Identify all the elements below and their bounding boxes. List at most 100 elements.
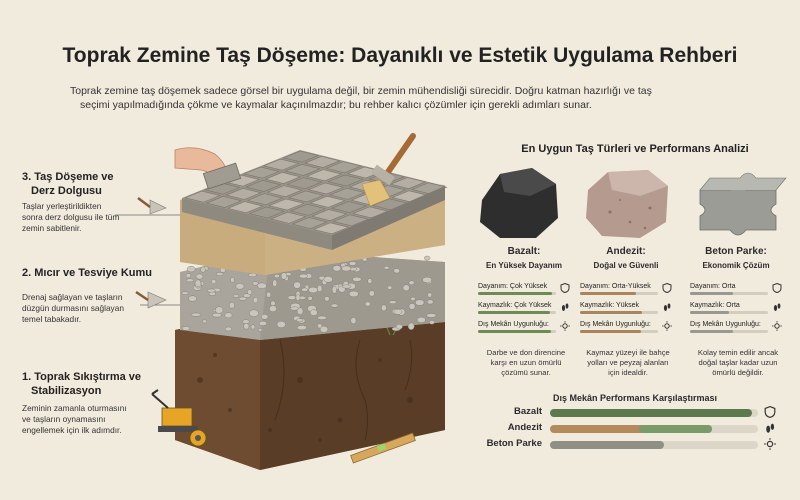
step-1-desc-line-2: ve taşların oynamasını: [22, 414, 106, 424]
paver-tile: [325, 161, 362, 174]
metric-label: Dayanım: Çok Yüksek: [478, 283, 548, 290]
plate-compactor-icon: [151, 389, 207, 447]
paver-tile: [268, 198, 305, 211]
step-3-desc: Taşlar yerleştirildikten sonra derz dolg…: [22, 201, 119, 234]
gravel-pebble: [247, 289, 253, 295]
step-1-title: 1. Toprak Sıkıştırma ve Stabilizasyon: [22, 370, 141, 398]
gravel-pebble: [301, 287, 309, 292]
gravel-pebble: [415, 299, 425, 306]
stone-subtitle: Doğal ve Güvenli: [593, 261, 659, 270]
step-2-title: 2. Mıcır ve Tesviye Kumu: [22, 266, 152, 280]
gravel-pebble: [308, 286, 318, 294]
gravel-pebble: [422, 276, 432, 283]
paver-tile: [282, 150, 320, 163]
gravel-pebble: [324, 296, 330, 302]
sun-icon: [662, 321, 672, 331]
comparison-label: Beton Parke: [486, 438, 542, 449]
comparison-bar-track: [550, 409, 758, 417]
gravel-pebble: [296, 318, 304, 323]
paver-tile: [389, 177, 427, 189]
page-title: Toprak Zemine Taş Döşeme: Dayanıklı ve E…: [62, 44, 738, 67]
metric-label: Dış Mekân Uygunluğu:: [580, 321, 651, 328]
gravel-pebble: [393, 308, 403, 315]
gravel-pebble: [381, 304, 387, 312]
comparison-row: Beton Parke: [470, 438, 790, 452]
comparison-bar-fill: [550, 425, 713, 433]
gravel-pebble: [202, 319, 208, 324]
step-1-title-line-2: Stabilizasyon: [31, 385, 102, 397]
gravel-pebble: [307, 296, 313, 301]
gravel-pebble: [273, 274, 280, 279]
gravel-pebble: [341, 265, 352, 272]
gravel-pebble: [190, 312, 202, 317]
intro-line-1: Toprak zemine taş döşemek sadece görsel …: [70, 85, 652, 97]
gravel-pebble: [317, 315, 327, 320]
paver-tile: [266, 185, 303, 198]
intro-line-2: seçimi yapılmadığında çökme ve kaymalar …: [80, 99, 592, 111]
gravel-pebble: [247, 273, 257, 278]
gravel-pebble: [206, 288, 216, 293]
step-1-desc-line-1: Zeminin zamanla oturmasını: [22, 403, 127, 413]
comparison-label: Bazalt: [514, 406, 542, 417]
metric-label: Dayanım: Orta: [690, 283, 736, 290]
gravel-pebble: [276, 320, 286, 328]
footprint-icon: [766, 423, 775, 433]
trowel-icon: [135, 290, 167, 309]
gravel-pebble: [200, 266, 206, 273]
step-2-desc: Drenaj sağlayan ve taşların düzgün durma…: [22, 292, 124, 325]
stone-name: Beton Parke:: [705, 246, 767, 257]
metric-outdoor: Dış Mekân Uygunluğu:: [690, 320, 782, 334]
stone-description-line: yolları ve peyzaj alanları: [587, 358, 669, 367]
gravel-pebble: [428, 320, 435, 325]
gravel-pebble: [186, 266, 196, 273]
gravel-pebble: [293, 281, 301, 289]
metric-outdoor: Dış Mekân Uygunluğu:: [478, 320, 570, 334]
metric-bar-track: [690, 292, 768, 295]
sun-icon: [560, 321, 570, 331]
paver-tile: [225, 188, 262, 200]
comparison-row: Andezit: [470, 422, 790, 436]
paver-tile: [330, 201, 368, 213]
gravel-pebble: [407, 322, 415, 330]
metric-slip: Kaymazlık: Orta: [690, 301, 782, 315]
paver-tile: [312, 222, 350, 235]
gravel-pebble: [261, 314, 269, 320]
step-3-title: 3. Taş Döşeme ve Derz Dolgusu: [22, 170, 114, 198]
paver-tile: [227, 201, 264, 214]
comparison-bar-fill: [550, 409, 752, 417]
metric-label: Kaymazlık: Çok Yüksek: [478, 302, 552, 309]
paver-tile: [289, 203, 327, 216]
gravel-pebble: [211, 279, 217, 285]
paver-tile: [287, 190, 325, 203]
metric-label: Kaymazlık: Yüksek: [580, 302, 640, 309]
stones-section-title: En Uygun Taş Türleri ve Performans Anali…: [521, 143, 749, 155]
gravel-pebble: [252, 297, 259, 304]
gravel-pebble: [348, 261, 357, 266]
paver-tile: [246, 193, 284, 206]
step-2-desc-line-3: temel tabakadır.: [22, 314, 82, 324]
metric-bar-track: [580, 292, 658, 295]
metric-bar-track: [690, 311, 768, 314]
step-2-desc-line-2: düzgün durmasını sağlayan: [22, 303, 124, 313]
stone-description-line: için idealdir.: [608, 368, 648, 377]
comparison-bar-fill: [550, 441, 665, 449]
gravel-pebble: [228, 302, 235, 309]
gravel-pebble: [323, 276, 333, 283]
paver-tile: [184, 190, 221, 203]
gravel-pebble: [266, 291, 271, 298]
stone-description-line: Darbe ve don direncine: [486, 348, 566, 357]
comparison-title: Dış Mekân Performans Karşılaştırması: [552, 393, 718, 403]
paver-tile: [311, 209, 348, 221]
gravel-pebble: [402, 284, 410, 292]
brush-icon: [361, 133, 416, 207]
stone-description-line: çözümü sunar.: [501, 368, 551, 377]
gravel-pebble: [341, 284, 352, 289]
metric-label: Dayanım: Orta-Yüksek: [580, 283, 651, 290]
gravel-pebble: [181, 326, 191, 331]
paver-tile: [262, 158, 300, 171]
gravel-pebble: [230, 276, 235, 283]
gravel-pebble: [243, 323, 250, 330]
stone-description-line: Kaymaz yüzeyi ile bahçe: [586, 348, 670, 357]
